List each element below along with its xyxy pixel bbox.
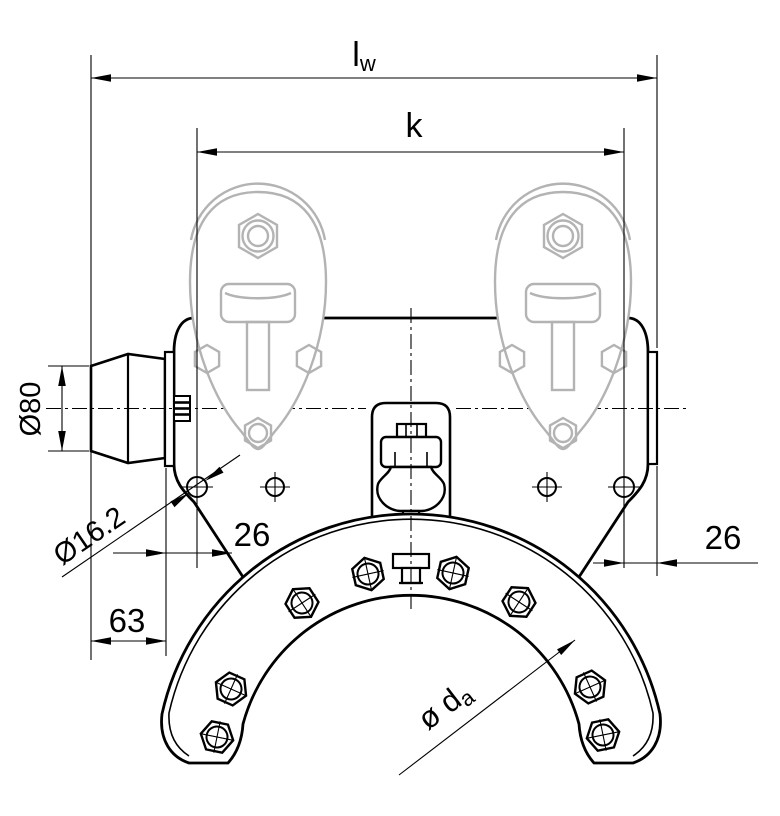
label-26-right: 26 [705,519,742,556]
dimensions [48,55,758,776]
hole-marker [260,472,290,502]
label-k: k [406,107,424,145]
arrowheads [58,74,677,655]
label-26-left: 26 [234,516,271,553]
label-lw: lw [352,36,376,76]
leader-line-d162 [61,454,241,578]
leader-line-da [398,639,576,776]
label-dia80: Ø80 [15,382,47,437]
label-dia162: Ø16.2 [48,501,131,572]
label-da: ø da [411,674,480,739]
hole-marker [532,472,562,502]
mounting-holes [181,472,640,502]
label-63: 63 [109,602,146,639]
